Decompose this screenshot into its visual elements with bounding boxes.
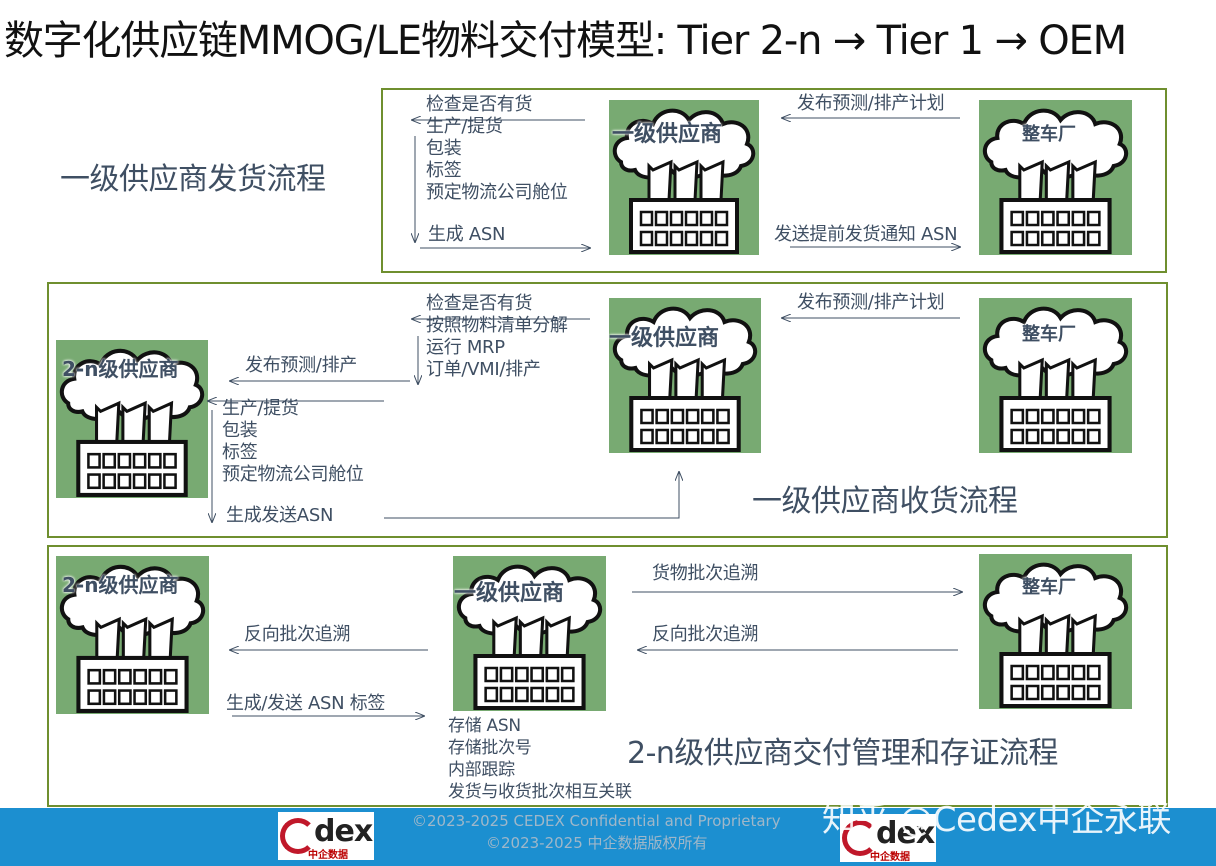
watermark: 知乎 @Cedex中企永联 xyxy=(822,800,1172,840)
panel1-step: 检查是否有货 xyxy=(426,94,533,115)
panel1-step: 预定物流公司舱位 xyxy=(426,182,568,203)
panel1-step: 生产/提货 xyxy=(426,116,503,137)
oem-factory-icon xyxy=(979,100,1132,255)
page-title: 数字化供应链MMOG/LE物料交付模型: Tier 2-n → Tier 1 →… xyxy=(4,18,1127,64)
tier1-label-panel1: 一级供应商 xyxy=(612,122,723,147)
panel2-step: 标签 xyxy=(222,442,258,463)
panel3-storage-list: 存储 ASN 存储批次号 内部跟踪 发货与收货批次相互关联 xyxy=(448,715,632,803)
panel1-steps: 检查是否有货 生产/提货 包装 标签 预定物流公司舱位 xyxy=(426,94,568,204)
panel2-step: 按照物料清单分解 xyxy=(426,315,568,336)
panel1-forecast-label: 发布预测/排产计划 xyxy=(797,93,945,114)
oem-factory-icon xyxy=(979,554,1132,709)
tier2n-factory-icon xyxy=(56,556,209,714)
panel2-step: 检查是否有货 xyxy=(426,293,533,314)
oem-label-panel1: 整车厂 xyxy=(1022,124,1076,145)
tier2n-label-panel2: 2-n级供应商 xyxy=(62,357,179,381)
oem-label-panel2: 整车厂 xyxy=(1022,324,1076,345)
logo-ring-icon xyxy=(842,820,878,856)
panel2-step: 生产/提货 xyxy=(222,398,299,419)
cedex-logo: dex 中企数据 xyxy=(278,812,374,861)
panel1-title: 一级供应商发货流程 xyxy=(60,162,326,197)
logo-subtext: 中企数据 xyxy=(308,850,348,861)
tier2n-label-panel3: 2-n级供应商 xyxy=(62,573,179,597)
panel3-title: 2-n级供应商交付管理和存证流程 xyxy=(627,736,1058,771)
tier2n-factory-icon xyxy=(56,340,208,498)
panel2-step: 包装 xyxy=(222,420,258,441)
panel-tier2-delivery xyxy=(47,545,1168,807)
footer-copyright-en: ©2023-2025 CEDEX Confidential and Propri… xyxy=(412,812,781,830)
panel2-forecast-oem-label: 发布预测/排产计划 xyxy=(797,292,945,313)
panel2-step: 运行 MRP xyxy=(426,337,505,358)
panel2-forecast-tier2-label: 发布预测/排产 xyxy=(245,355,357,376)
panel2-step: 预定物流公司舱位 xyxy=(222,464,364,485)
tier1-label-panel2: 一级供应商 xyxy=(609,326,720,351)
oem-label-panel3: 整车厂 xyxy=(1022,577,1076,598)
panel3-trace-forward-label: 货物批次追溯 xyxy=(652,563,759,584)
tier1-factory-icon xyxy=(453,556,606,711)
oem-factory-icon xyxy=(979,298,1132,453)
panel2-steps-bottom: 生产/提货 包装 标签 预定物流公司舱位 xyxy=(222,398,364,486)
logo-text: dex xyxy=(876,816,935,851)
panel-tier1-receiving xyxy=(47,282,1168,538)
panel2-title: 一级供应商收货流程 xyxy=(752,484,1018,519)
panel2-step: 订单/VMI/排产 xyxy=(426,359,541,380)
logo-text: dex xyxy=(314,814,373,849)
panel-tier1-shipping xyxy=(381,88,1167,273)
panel3-asn-label: 生成/发送 ASN 标签 xyxy=(226,693,386,714)
tier1-factory-icon xyxy=(609,100,759,255)
panel3-storage-item: 发货与收货批次相互关联 xyxy=(448,782,632,802)
panel3-trace-back-oem-label: 反向批次追溯 xyxy=(652,624,759,645)
logo-ring-icon xyxy=(280,818,316,854)
tier1-label-panel3: 一级供应商 xyxy=(454,581,565,606)
logo-subtext: 中企数据 xyxy=(870,852,910,863)
panel2-asn-step: 生成发送ASN xyxy=(226,505,334,526)
panel3-storage-item: 内部跟踪 xyxy=(448,760,515,780)
panel1-step: 包装 xyxy=(426,138,462,159)
panel2-steps-top: 检查是否有货 按照物料清单分解 运行 MRP 订单/VMI/排产 xyxy=(426,293,568,381)
panel1-step: 标签 xyxy=(426,160,462,181)
footer-copyright-cn: ©2023-2025 中企数据版权所有 xyxy=(486,834,708,852)
cedex-logo-watermark: dex 中企数据 xyxy=(840,814,936,863)
panel3-storage-item: 存储 ASN xyxy=(448,716,521,736)
panel3-storage-item: 存储批次号 xyxy=(448,738,532,758)
tier1-factory-icon xyxy=(609,298,761,453)
panel1-asn-notice-label: 发送提前发货通知 ASN xyxy=(774,224,958,245)
panel1-asn-step: 生成 ASN xyxy=(428,224,506,245)
panel3-trace-back-tier2-label: 反向批次追溯 xyxy=(244,624,351,645)
footer-bar: dex 中企数据 ©2023-2025 CEDEX Confidential a… xyxy=(0,808,1216,866)
